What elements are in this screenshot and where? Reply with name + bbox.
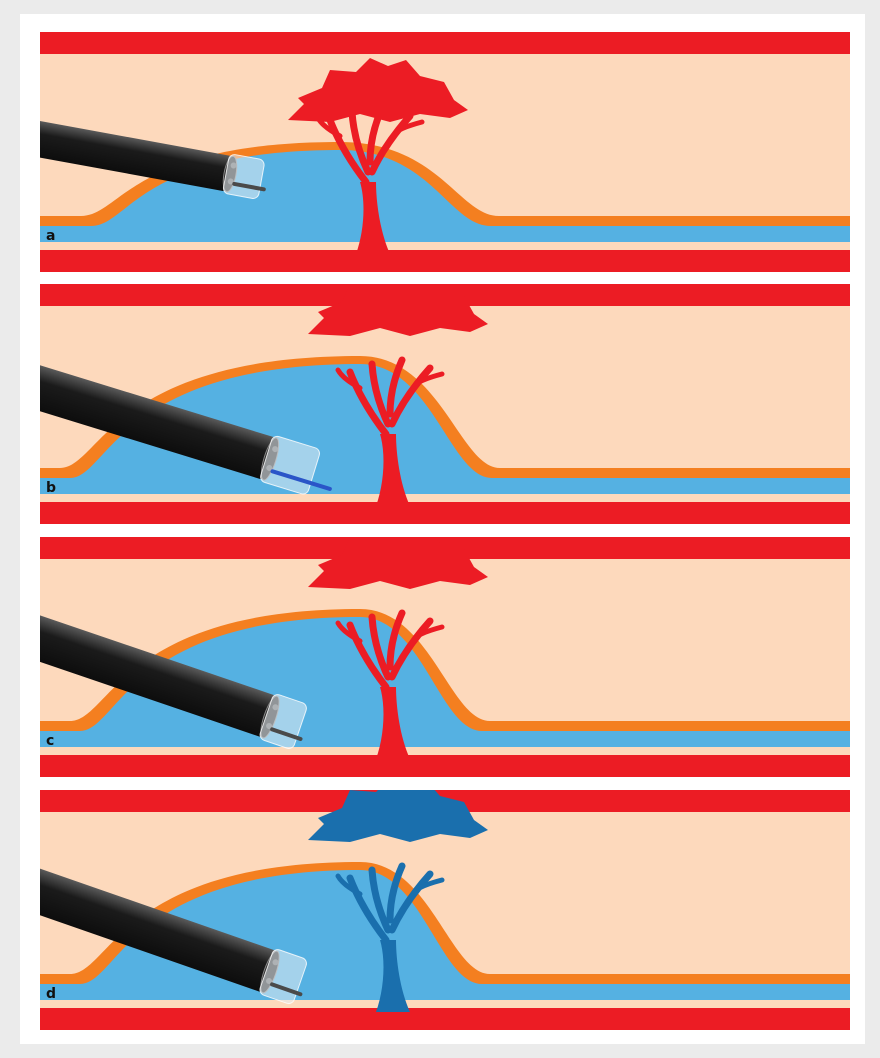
panel-d: d [40,790,850,1030]
panel-c-label: c [46,733,54,749]
panel-a: a [40,32,850,272]
panel-d-label: d [46,986,56,1002]
panel-a-label: a [46,228,55,244]
panel-a-diagram [40,32,850,272]
panel-b: b [40,284,850,524]
transparent-cap [222,154,265,200]
panel-b-label: b [46,480,56,496]
muscle-layer-top [40,32,850,54]
panel-c: c [40,537,850,777]
muscle-layer-bottom [40,502,850,524]
muscle-layer-bottom [40,250,850,272]
muscle-layer-bottom [40,755,850,777]
panel-c-diagram [40,537,850,777]
panel-b-diagram [40,284,850,524]
panel-d-diagram [40,790,850,1030]
muscle-layer-bottom [40,1008,850,1030]
